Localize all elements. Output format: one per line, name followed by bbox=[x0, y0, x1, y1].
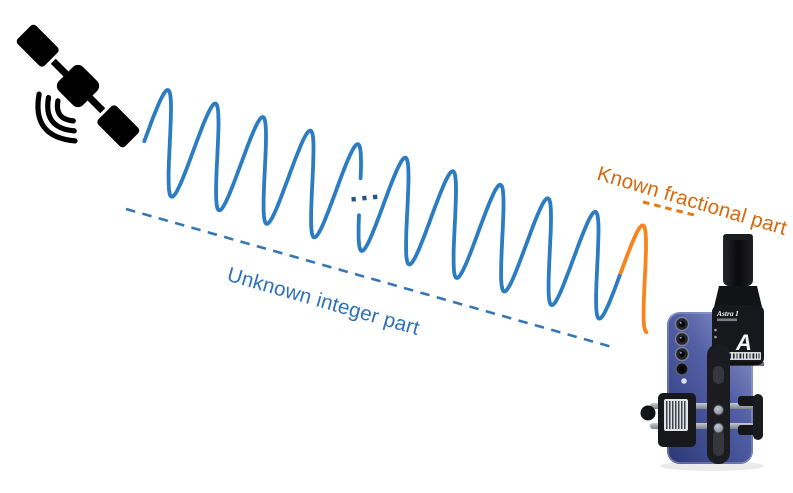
camera-lens-2 bbox=[674, 331, 690, 347]
signal-arc-middle bbox=[45, 94, 77, 134]
signal-arc-outer bbox=[35, 91, 78, 144]
smartphone-with-antenna: Astra I A bbox=[640, 234, 764, 471]
device-brand-label: Astra I bbox=[716, 309, 740, 318]
antenna-shoulder bbox=[714, 286, 762, 307]
device-subtext-strip bbox=[717, 318, 737, 322]
clamp-right-jaw bbox=[738, 394, 763, 440]
wave-orange bbox=[618, 223, 649, 334]
camera-lens-1 bbox=[674, 316, 690, 332]
phone-camera-module bbox=[674, 316, 690, 384]
signal-arc-inner bbox=[54, 98, 76, 124]
wave-blue-1 bbox=[142, 88, 363, 240]
clamp-screw-2 bbox=[713, 422, 724, 434]
device-label-strip bbox=[728, 352, 761, 360]
clamp-knob-stub bbox=[641, 409, 649, 417]
wave-blue-2 bbox=[356, 155, 623, 321]
known-fractional-dashed-line bbox=[642, 200, 695, 217]
camera-lens-4 bbox=[675, 362, 689, 376]
satellite-icon bbox=[16, 24, 140, 148]
receiver-box-bottom-shade bbox=[712, 362, 764, 366]
device-led-2 bbox=[714, 335, 717, 339]
satellite-right-panel bbox=[97, 105, 140, 148]
phone-edge-highlight bbox=[667, 312, 753, 464]
device-logo: A bbox=[735, 330, 752, 355]
camera-flash bbox=[681, 378, 687, 384]
device-led-1 bbox=[714, 328, 717, 332]
satellite-left-strut bbox=[50, 58, 69, 77]
satellite-body bbox=[56, 64, 100, 108]
phone-clamp-rig bbox=[640, 344, 763, 464]
clamp-left-jaw bbox=[658, 393, 696, 447]
satellite-right-strut bbox=[87, 95, 106, 114]
antenna-cylinder-cap bbox=[723, 234, 753, 240]
satellite-left-panel bbox=[16, 24, 59, 67]
antenna-cylinder bbox=[723, 234, 753, 286]
signal-waves-icon bbox=[35, 91, 78, 144]
wave-ellipsis: ... bbox=[347, 172, 383, 209]
clamp-center-bar bbox=[707, 344, 730, 464]
carrier-wave bbox=[142, 88, 649, 334]
camera-lens-3 bbox=[674, 346, 690, 362]
clamp-screw-1 bbox=[713, 404, 724, 416]
